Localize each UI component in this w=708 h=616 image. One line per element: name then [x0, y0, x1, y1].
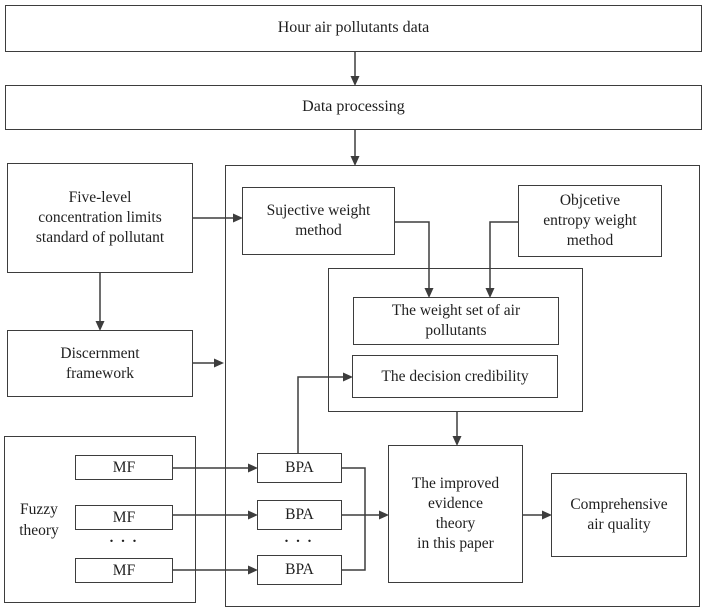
node-bpa-1: BPA — [257, 453, 342, 483]
node-discernment-framework: Discernment framework — [7, 330, 193, 397]
node-comprehensive-air-quality: Comprehensive air quality — [551, 473, 687, 557]
container-proposed-method — [225, 165, 700, 607]
container-fuzzy-theory — [4, 436, 196, 603]
node-mf-1: MF — [75, 455, 173, 480]
node-improved-evidence-theory: The improved evidence theory in this pap… — [388, 445, 523, 583]
label-fuzzy-theory: Fuzzy theory — [19, 501, 59, 539]
node-five-level-concentration-limits: Five-level concentration limits standard… — [7, 163, 193, 273]
node-objective-entropy-weight-method: Objcetive entropy weight method — [518, 185, 662, 257]
arrowhead-right-container — [214, 358, 224, 368]
node-mf-2: MF — [75, 505, 173, 530]
mf-ellipsis: . . . — [109, 529, 139, 546]
node-subjective-weight-method: Sujective weight method — [242, 187, 395, 255]
node-data-processing: Data processing — [5, 85, 702, 130]
node-bpa-2: BPA — [257, 500, 342, 530]
container-weights-credibility — [328, 268, 583, 412]
node-bpa-3: BPA — [257, 555, 342, 585]
bpa-ellipsis: . . . — [284, 529, 314, 546]
node-decision-credibility: The decision credibility — [352, 355, 558, 398]
node-weight-set-of-air-pollutants: The weight set of air pollutants — [353, 297, 559, 345]
node-hour-air-pollutants-data: Hour air pollutants data — [5, 5, 702, 52]
node-mf-3: MF — [75, 558, 173, 583]
